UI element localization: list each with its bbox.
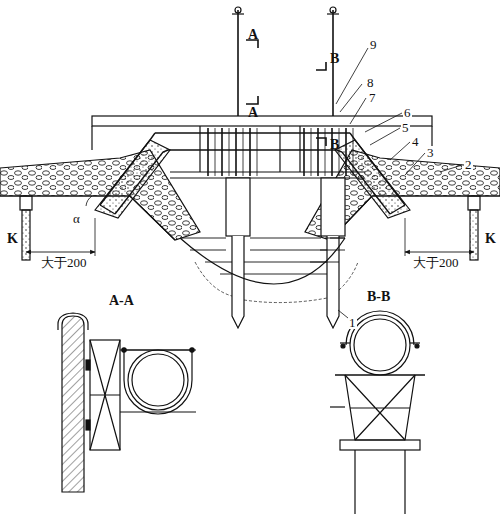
clamp-plate (215, 128, 216, 176)
drawing-label: A-A (108, 294, 135, 308)
callout-number: 8 (366, 76, 375, 89)
drawing-label: B (329, 52, 340, 66)
clamp-plate (207, 128, 209, 176)
clamp-plate (303, 128, 305, 176)
callout-number: 2 (464, 158, 473, 171)
drawing-label: B (329, 138, 340, 152)
drawing-label: K (6, 232, 19, 246)
drawing-label: K (484, 232, 497, 246)
drawing-label: 大于200 (412, 256, 460, 269)
callout-number: 3 (426, 146, 435, 159)
clamp-plate (229, 128, 230, 176)
drawing-label: A (247, 28, 259, 42)
drawing-label: A (247, 106, 259, 120)
clamp-plate (249, 128, 251, 176)
callout-number: 9 (369, 38, 378, 51)
callout-number: 5 (401, 121, 410, 134)
clamp-plate (257, 128, 258, 176)
drawing-label: B-B (366, 290, 391, 304)
clamp-plate (339, 128, 340, 176)
clamp-plate (331, 128, 333, 176)
clamp-plate (317, 128, 319, 176)
callout-number: 6 (403, 106, 412, 119)
clamp-plate (243, 128, 244, 176)
callout-number: 7 (368, 91, 377, 104)
drawing-label: 大于200 (40, 256, 88, 269)
clamp-plate (353, 128, 354, 176)
clamp-plate (325, 128, 326, 176)
clamp-plate (235, 128, 237, 176)
clamp-plate (345, 128, 347, 176)
clamp-plate (311, 128, 312, 176)
drawing-label: α (72, 212, 81, 225)
callout-number: 1 (348, 316, 357, 329)
callout-number: 4 (411, 135, 420, 148)
clamp-plate (221, 128, 223, 176)
